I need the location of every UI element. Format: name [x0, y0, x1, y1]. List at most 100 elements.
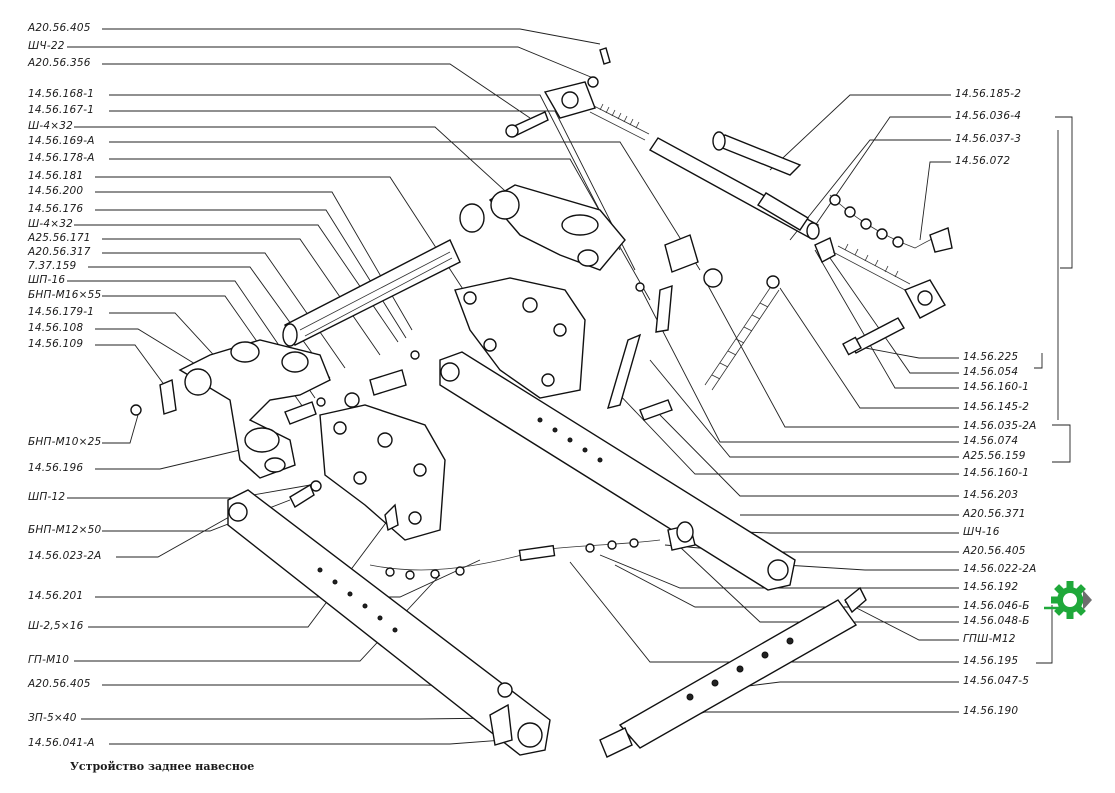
callout-label-left: А25.56.171	[28, 232, 91, 244]
leader-line	[74, 224, 399, 343]
leader-line	[109, 94, 621, 251]
small-parts	[130, 47, 723, 543]
leader-line	[779, 287, 959, 409]
callout-label-left: 14.56.169-А	[28, 135, 95, 147]
bracket-lower	[319, 404, 446, 541]
leader-line	[95, 209, 407, 339]
leader-line	[109, 737, 531, 745]
callout-label-right: ШЧ-16	[963, 526, 1000, 538]
pin-225	[842, 317, 905, 356]
callout-label-left: 14.56.178-А	[28, 152, 95, 164]
leader-line	[74, 574, 441, 662]
leader-line	[109, 110, 636, 271]
leader-line	[814, 249, 959, 389]
leader-line	[809, 116, 951, 234]
pin-part	[712, 131, 802, 176]
leader-line	[784, 564, 959, 571]
callout-label-right: А20.56.371	[963, 508, 1026, 520]
callout-label-right: 14.56.074	[963, 435, 1019, 447]
leader-line	[74, 126, 516, 201]
diagram-caption: Устройство заднее навесное	[70, 760, 255, 773]
callout-label-right: 14.56.047-5	[963, 675, 1030, 687]
adjust-screw	[814, 237, 946, 319]
callout-label-left: БНП-М16×55	[28, 289, 102, 301]
leader-line	[102, 28, 601, 45]
callout-label-left: 14.56.167-1	[28, 104, 95, 116]
leader-line	[599, 554, 959, 589]
gear-icon	[1044, 581, 1092, 619]
callout-label-right: А20.56.405	[963, 545, 1026, 557]
leader-line	[789, 139, 951, 241]
callout-label-left: 14.56.041-А	[28, 737, 95, 749]
callout-label-left: 7.37.159	[28, 260, 77, 272]
callout-label-left: 14.56.023-2А	[28, 550, 102, 562]
callout-label-right: 14.56.160-1	[963, 381, 1030, 393]
callout-label-left: ЗП-5×40	[28, 712, 77, 724]
leader-line	[67, 483, 317, 499]
callout-label-right: 14.56.022-2А	[963, 563, 1037, 575]
callout-label-left: 14.56.201	[28, 590, 84, 602]
leader-line	[919, 161, 951, 241]
callout-label-left: Ш-4×32	[28, 218, 74, 230]
leader-line	[116, 511, 239, 558]
callout-label-left: 14.56.200	[28, 185, 84, 197]
callout-label-left: 14.56.181	[28, 170, 84, 182]
callout-label-left: А20.56.317	[28, 246, 91, 258]
leader-line	[95, 449, 241, 470]
callout-label-left: ШП-12	[28, 491, 66, 503]
callout-label-right: 14.56.190	[963, 705, 1019, 717]
lower-link-right	[439, 351, 796, 591]
callout-label-left: 14.56.179-1	[28, 306, 95, 318]
leader-line	[95, 344, 169, 391]
spring-rod	[704, 275, 780, 391]
callout-label-right: 14.56.160-1	[963, 467, 1030, 479]
callout-label-left: 14.56.108	[28, 322, 84, 334]
upper-arm-left	[159, 339, 331, 479]
callout-label-left: 14.56.176	[28, 203, 84, 215]
callout-label-left: 14.56.109	[28, 338, 84, 350]
callout-label-left: Ш-2,5×16	[28, 620, 84, 632]
right-leader-lines	[569, 94, 959, 741]
leader-line	[109, 141, 701, 271]
callout-label-right: 14.56.195	[963, 655, 1019, 667]
leader-line	[569, 561, 959, 663]
upper-arm-right	[459, 184, 626, 271]
bracket-upper	[454, 277, 586, 399]
leader-line	[102, 407, 141, 444]
leader-line	[109, 158, 651, 301]
callout-label-right: 14.56.054	[963, 366, 1019, 378]
callout-label-right: 14.56.035-2А	[963, 420, 1037, 432]
callout-label-left: Ш-4×32	[28, 120, 74, 132]
leader-line	[88, 519, 389, 628]
upper-link-rod	[648, 137, 820, 240]
callout-label-right: 14.56.192	[963, 581, 1019, 593]
callout-label-left: БНП-М10×25	[28, 436, 102, 448]
leader-line	[102, 63, 531, 119]
leader-line	[859, 346, 959, 359]
leader-line	[844, 601, 959, 641]
callout-label-right: 14.56.036-4	[955, 110, 1022, 122]
leader-line	[769, 94, 951, 171]
lower-link-left	[227, 489, 551, 756]
leader-line	[81, 717, 501, 720]
callout-label-right: 14.56.037-3	[955, 133, 1022, 145]
callout-label-left: 14.56.168-1	[28, 88, 95, 100]
right-brackets	[1034, 116, 1073, 664]
callout-label-right: 14.56.225	[963, 351, 1019, 363]
leader-line	[67, 46, 599, 81]
leader-line	[614, 389, 959, 475]
callout-label-right: 14.56.185-2	[955, 88, 1022, 100]
callout-label-right: 14.56.203	[963, 489, 1019, 501]
callout-label-left: А20.56.356	[28, 57, 91, 69]
leader-line	[639, 286, 959, 443]
callout-label-left: ГП-М10	[28, 654, 70, 666]
callout-label-right: А25.56.159	[963, 450, 1026, 462]
leader-line	[704, 279, 959, 428]
drawbar	[599, 586, 867, 758]
leader-line	[95, 559, 481, 598]
leader-line	[614, 564, 959, 608]
leader-line	[659, 414, 959, 497]
leader-line	[829, 257, 959, 374]
callout-label-right: 14.56.046-Б	[963, 600, 1030, 612]
